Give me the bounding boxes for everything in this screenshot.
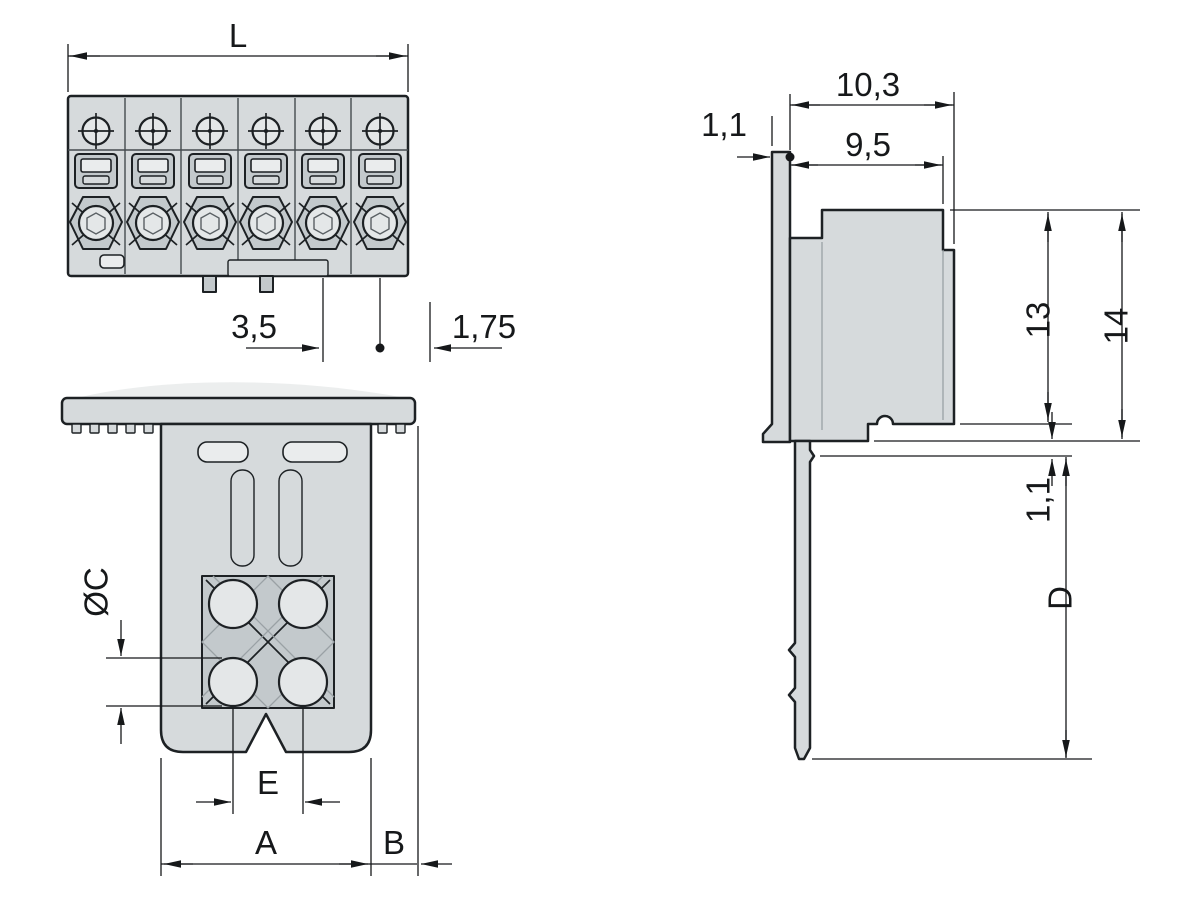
front-view bbox=[66, 94, 410, 293]
dim-height-14: 14 bbox=[874, 212, 1140, 442]
dim-label-A: A bbox=[255, 824, 277, 861]
underside-view bbox=[60, 382, 417, 754]
dim-terminator-dot bbox=[785, 152, 795, 162]
flange-edge bbox=[761, 150, 792, 444]
solder-pin bbox=[787, 439, 816, 761]
dim-label-pitch: 3,5 bbox=[231, 308, 277, 345]
dim-flange-thickness: 1,1 bbox=[701, 106, 795, 162]
dim-label-diaC: ØC bbox=[78, 567, 115, 617]
dim-label-t1: 1,1 bbox=[701, 106, 747, 143]
pole-center-dot bbox=[375, 343, 385, 353]
center-tab bbox=[227, 259, 329, 277]
pole-separator-ribs bbox=[124, 98, 352, 274]
dim-height-13: 13 bbox=[950, 209, 1140, 425]
channel-left bbox=[230, 469, 255, 567]
dim-label-t2: 1,1 bbox=[1020, 477, 1057, 523]
dim-label-13: 13 bbox=[1020, 302, 1057, 339]
dim-B: B bbox=[371, 426, 452, 876]
coding-slot bbox=[99, 254, 125, 269]
dim-pitch: 3,5 bbox=[231, 278, 385, 362]
dim-E: E bbox=[196, 708, 340, 814]
mounting-pins bbox=[202, 275, 274, 293]
side-view bbox=[761, 150, 956, 761]
mounting-flange bbox=[60, 396, 417, 426]
side-housing-body bbox=[788, 208, 956, 443]
dim-depth-95: 9,5 bbox=[790, 126, 944, 204]
dim-label-103: 10,3 bbox=[836, 66, 900, 103]
dim-bottom-step: 1,1 bbox=[820, 412, 1072, 523]
wire-entry-holes bbox=[207, 578, 329, 708]
dim-A: A bbox=[160, 758, 372, 876]
dim-depth-103: 10,3 bbox=[789, 66, 955, 244]
dim-pin-length: D bbox=[812, 457, 1092, 760]
dim-label-95: 9,5 bbox=[845, 126, 891, 163]
dim-label-B: B bbox=[383, 824, 405, 861]
latch-slot-left bbox=[197, 441, 249, 463]
dim-label-E: E bbox=[257, 764, 279, 801]
channel-right bbox=[278, 469, 303, 567]
dim-label-offset: 1,75 bbox=[452, 308, 516, 345]
latch-slot-right bbox=[282, 441, 348, 463]
dim-label-D: D bbox=[1042, 586, 1079, 610]
dim-L: L bbox=[67, 17, 409, 92]
dim-label-14: 14 bbox=[1098, 308, 1135, 345]
dim-label-L: L bbox=[229, 17, 247, 54]
dim-hole-diameter: ØC bbox=[78, 567, 222, 744]
dim-edge-offset: 1,75 bbox=[429, 302, 516, 362]
